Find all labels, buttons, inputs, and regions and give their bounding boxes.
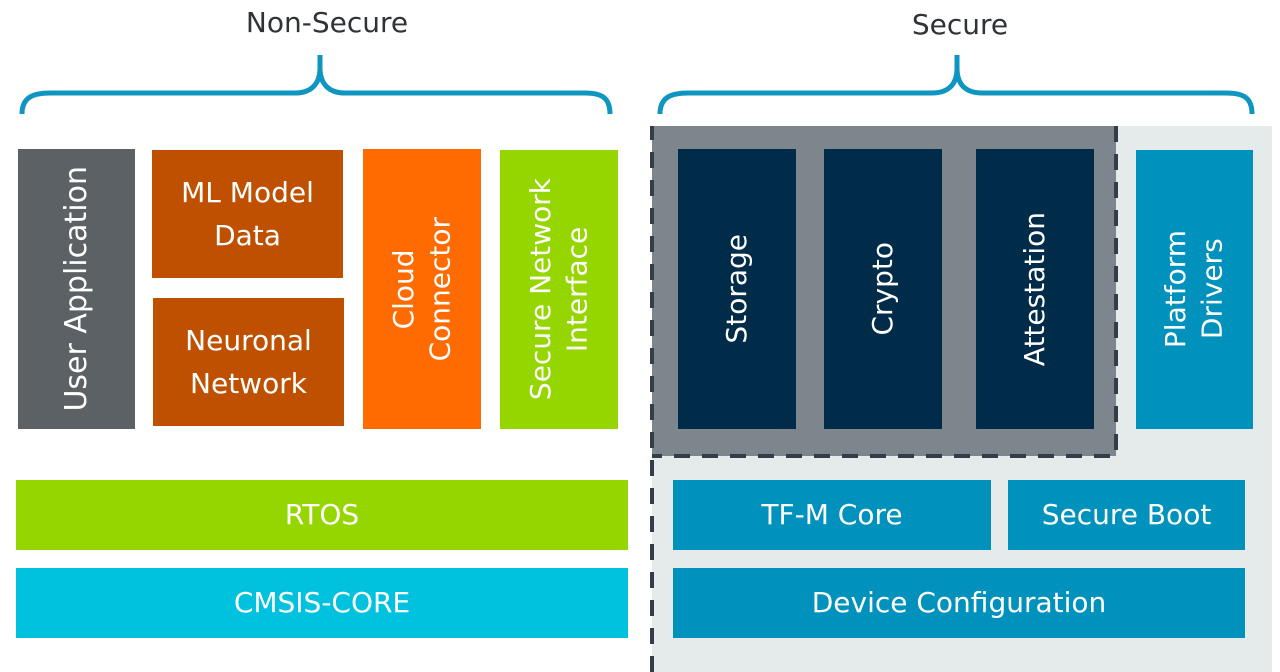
storage-block: Storage	[678, 149, 796, 429]
attestation-block: Attestation	[976, 149, 1094, 429]
user-application-block: User Application	[18, 149, 135, 429]
neuronal-network-label: Neuronal Network	[185, 323, 312, 400]
non-secure-brace-icon	[19, 55, 613, 115]
device-configuration-block: Device Configuration	[673, 568, 1245, 638]
non-secure-brace	[19, 55, 613, 115]
isolation-boundary	[650, 126, 1118, 672]
platform-drivers-label: Platform Drivers	[1159, 230, 1229, 349]
storage-label: Storage	[719, 234, 753, 344]
attestation-label: Attestation	[1017, 211, 1051, 367]
secure-title: Secure	[911, 8, 1009, 41]
crypto-block: Crypto	[824, 149, 942, 429]
rtos-label: RTOS	[284, 497, 360, 531]
cmsis-core-layer: CMSIS-CORE	[16, 568, 628, 638]
device-configuration-label: Device Configuration	[811, 585, 1107, 619]
crypto-label: Crypto	[865, 242, 899, 336]
cmsis-core-label: CMSIS-CORE	[233, 585, 411, 619]
ml-model-data-label: ML Model Data	[181, 175, 314, 252]
cloud-connector-block: Cloud Connector	[363, 149, 481, 429]
secure-network-interface-block: Secure Network Interface	[500, 150, 618, 429]
non-secure-title: Non-Secure	[245, 6, 409, 39]
secure-boot-block: Secure Boot	[1008, 480, 1245, 550]
secure-brace-icon	[657, 55, 1255, 115]
rtos-layer: RTOS	[16, 480, 628, 550]
secure-brace	[657, 55, 1255, 115]
tfm-core-block: TF-M Core	[673, 480, 991, 550]
ml-model-data-block: ML Model Data	[152, 150, 343, 278]
platform-drivers-block: Platform Drivers	[1136, 150, 1253, 429]
secure-boot-label: Secure Boot	[1041, 497, 1212, 531]
tfm-core-label: TF-M Core	[761, 497, 903, 531]
neuronal-network-block: Neuronal Network	[153, 298, 344, 426]
